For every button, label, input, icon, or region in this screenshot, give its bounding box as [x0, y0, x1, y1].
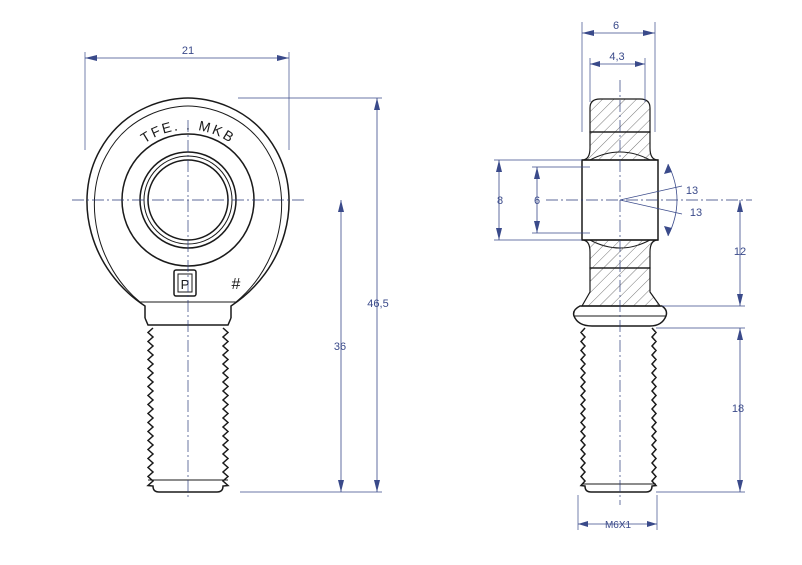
- dim-bore-outer-label: 8: [497, 195, 503, 207]
- dim-total-height-label: 46,5: [367, 298, 388, 310]
- dimension-thickness-outer: 6: [581, 20, 656, 132]
- head-inner-outline: [93, 105, 283, 303]
- logo-box: [173, 269, 197, 297]
- dim-width-label: 21: [182, 45, 194, 57]
- dim-center-height-label: 36: [334, 341, 346, 353]
- dim-angle-lower-label: 13: [690, 207, 702, 219]
- side-view: 6 4,3 8 6: [494, 20, 752, 531]
- dim-thickness-inner-label: 4,3: [609, 51, 624, 63]
- front-view: TFE. . MKB P # 21 46,5: [72, 45, 389, 500]
- side-flange: [572, 305, 668, 327]
- dim-center-shoulder-label: 12: [734, 246, 746, 258]
- dimension-bore-outer: 8: [494, 159, 582, 241]
- dimension-thread-length: 18: [656, 327, 745, 493]
- dimension-angles: 13 13: [619, 163, 702, 237]
- head-outline: [86, 97, 290, 318]
- dim-thread-spec-label: M6X1: [605, 520, 632, 531]
- logo-letter: P: [181, 277, 190, 292]
- dimension-total-height: 46,5: [238, 97, 389, 493]
- dimension-center-height: 36: [334, 200, 346, 492]
- dimension-thickness-inner: 4,3: [589, 51, 646, 102]
- side-thread-shank: [579, 327, 658, 493]
- side-body: [580, 267, 662, 307]
- dimension-thread-spec: M6X1: [577, 495, 658, 531]
- dim-thickness-outer-label: 6: [613, 20, 619, 32]
- dimension-bore-inner: 6: [532, 166, 590, 234]
- dimension-center-shoulder: 12: [662, 200, 746, 307]
- dimension-width: 21: [84, 45, 290, 150]
- dim-thread-length-label: 18: [732, 403, 744, 415]
- dim-bore-inner-label: 6: [534, 195, 540, 207]
- logo-inner: [177, 273, 193, 293]
- dim-angle-upper-label: 13: [686, 185, 698, 197]
- hash-symbol: #: [232, 276, 241, 293]
